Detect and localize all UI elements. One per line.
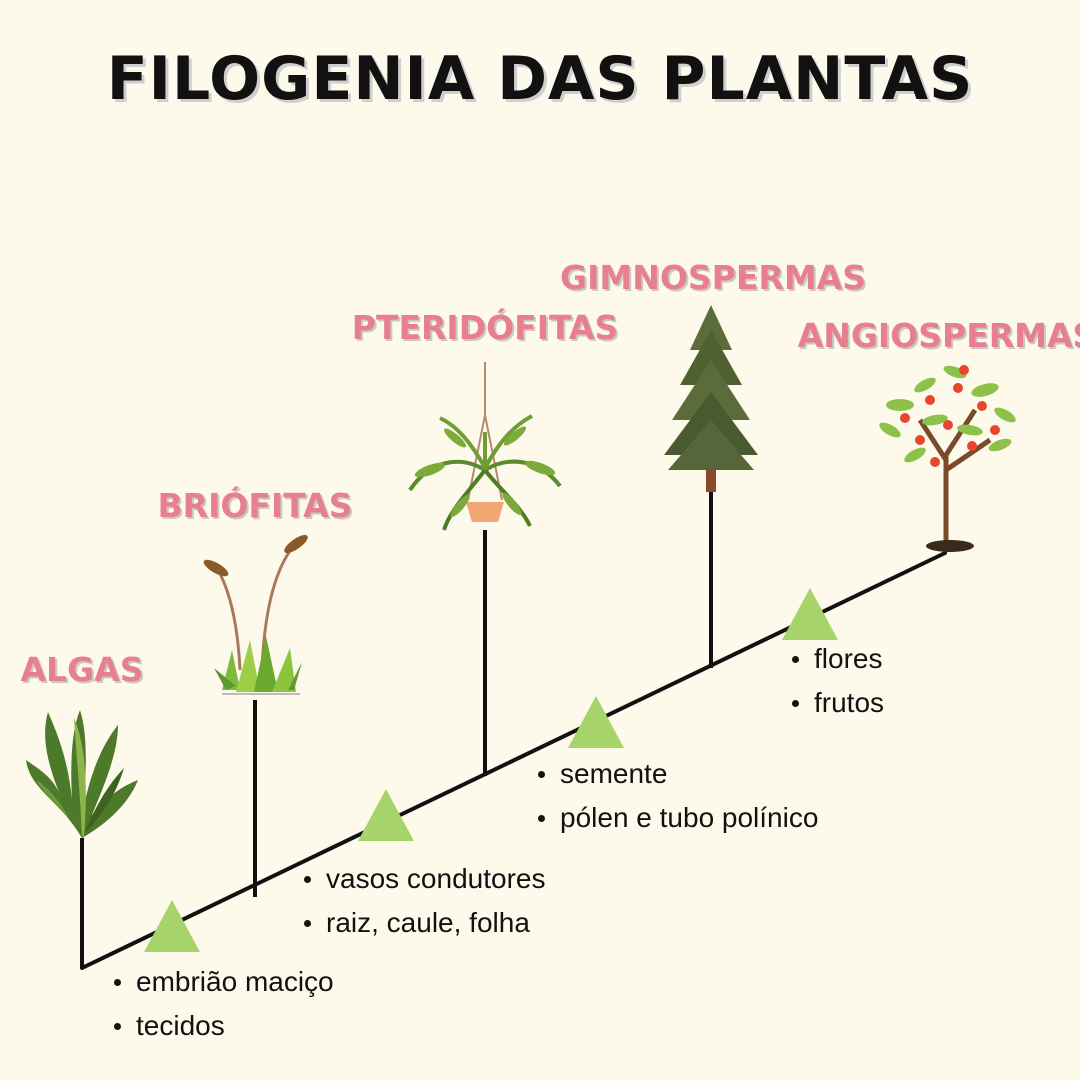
trait-marker-1 (144, 900, 200, 952)
apple-tree-icon (879, 365, 1016, 552)
fern-icon (408, 362, 562, 531)
trait-marker-3 (568, 696, 624, 748)
trait-item: semente (534, 752, 818, 796)
trait-item: frutos (788, 681, 884, 725)
pine-tree-icon (664, 305, 758, 492)
algae-icon (26, 710, 138, 838)
trait-list-1: embrião maciço tecidos (110, 960, 334, 1048)
group-label-pteridofitas: PTERIDÓFITAS (351, 308, 619, 347)
trait-list-4: flores frutos (788, 637, 884, 725)
group-label-angiospermas: ANGIOSPERMAS (797, 316, 1080, 355)
trait-item: pólen e tubo polínico (534, 796, 818, 840)
trait-item: tecidos (110, 1004, 334, 1048)
group-label-algas: ALGAS (20, 650, 144, 689)
page-title: FILOGENIA DAS PLANTAS (106, 44, 974, 114)
trait-item: raiz, caule, folha (300, 901, 545, 945)
group-label-briofitas: BRIÓFITAS (157, 486, 353, 525)
moss-icon (203, 534, 308, 695)
trait-list-3: semente pólen e tubo polínico (534, 752, 818, 840)
trait-marker-4 (782, 588, 838, 640)
trait-item: vasos condutores (300, 857, 545, 901)
trait-list-2: vasos condutores raiz, caule, folha (300, 857, 545, 945)
trait-marker-2 (358, 789, 414, 841)
trait-item: flores (788, 637, 884, 681)
group-label-gimnospermas: GIMNOSPERMAS (560, 258, 866, 297)
trait-item: embrião maciço (110, 960, 334, 1004)
